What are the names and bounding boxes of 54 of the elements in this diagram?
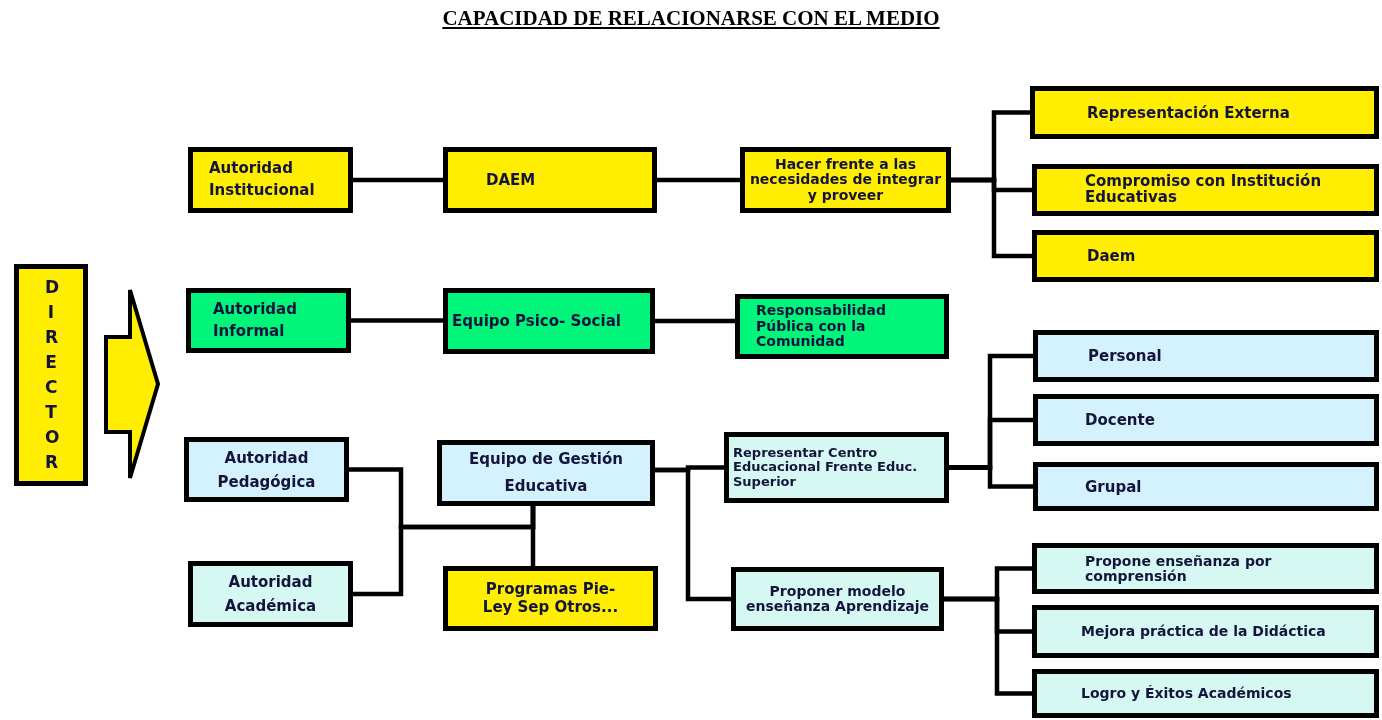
org-box <box>443 566 658 631</box>
connector-line <box>353 177 443 183</box>
box-label: Compromiso con Institución Educativas <box>1085 174 1323 206</box>
org-box <box>1032 230 1379 282</box>
org-box <box>437 440 655 506</box>
org-box <box>184 437 349 502</box>
box-label: Daem <box>1087 247 1136 265</box>
org-box <box>731 567 944 631</box>
connector-line <box>944 596 1032 696</box>
org-box <box>1033 394 1379 446</box>
vertical-label: DIRECTOR <box>45 276 57 474</box>
box-label: Hacer frente a las necesidades de integrar y proveer <box>748 156 943 204</box>
org-box <box>14 264 88 486</box>
org-box <box>1032 164 1379 216</box>
connector-line <box>351 318 443 323</box>
diagram-title: CAPACIDAD DE RELACIONARSE CON EL MEDIO <box>441 6 941 31</box>
connector-line <box>655 318 735 324</box>
org-box <box>740 147 951 213</box>
org-box <box>188 561 353 627</box>
connector-line <box>530 506 536 566</box>
box-label: Autoridad Pedagógica <box>216 447 317 493</box>
org-box <box>1033 330 1379 382</box>
box-label: Grupal <box>1085 477 1142 496</box>
box-label: Equipo Psico- Social <box>452 310 621 332</box>
connector-line <box>657 177 740 183</box>
org-box <box>186 288 351 353</box>
box-label: Programas Pie-Ley Sep Otros... <box>481 581 620 616</box>
box-label: Logro y Éxitos Académicos <box>1081 686 1292 701</box>
connector-line <box>949 465 1033 489</box>
box-label: Docente <box>1085 411 1155 429</box>
box-label: Personal <box>1088 347 1162 365</box>
org-box <box>1032 605 1379 658</box>
org-box <box>724 432 949 503</box>
box-label: Equipo de Gestión Educativa <box>468 449 624 497</box>
box-label: DAEM <box>486 169 536 191</box>
org-box <box>443 288 655 354</box>
org-box <box>1030 86 1379 139</box>
org-box <box>443 147 657 213</box>
org-box <box>188 147 353 213</box>
connector-line <box>655 467 731 602</box>
org-box <box>1032 543 1379 594</box>
org-box <box>1033 462 1379 511</box>
box-label: Autoridad Académica <box>223 572 318 617</box>
box-label: Responsabilidad Pública con la Comunidad <box>756 303 887 350</box>
box-label: Representar Centro Educacional Frente Educ. Superior <box>733 446 919 489</box>
connector-line <box>951 177 1032 259</box>
box-label: Autoridad Institucional <box>209 158 316 201</box>
box-label: Mejora práctica de la Didáctica <box>1081 624 1326 639</box>
box-label: Proponer modelo enseñanza Aprendizaje <box>744 583 931 615</box>
box-label: Autoridad Informal <box>213 298 298 342</box>
box-label: Propone enseñanza por comprensión <box>1085 553 1273 584</box>
org-box <box>1032 669 1379 718</box>
org-box <box>735 294 949 359</box>
box-label: Representación Externa <box>1087 103 1290 122</box>
